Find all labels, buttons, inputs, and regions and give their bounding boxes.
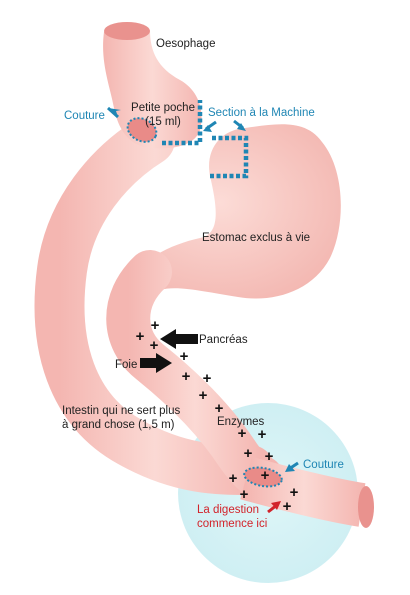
plus-sign-icon: + xyxy=(182,368,191,385)
plus-sign-icon: + xyxy=(151,317,160,334)
arrow-section-right-icon xyxy=(233,119,246,131)
arrow-section-left-icon xyxy=(203,120,217,132)
arrow-foie-icon xyxy=(140,353,172,373)
plus-sign-icon: + xyxy=(203,370,212,387)
label-couture-bottom: Couture xyxy=(303,459,344,471)
label-digestion-line2: commence ici xyxy=(197,518,268,530)
plus-sign-icon: + xyxy=(238,425,247,442)
label-petite-poche: Petite poche (15 ml) xyxy=(130,101,196,129)
plus-sign-icon: + xyxy=(150,337,159,354)
plus-sign-icon: + xyxy=(229,470,238,487)
arrow-pancreas-icon xyxy=(160,329,198,349)
suture-pouch xyxy=(126,117,158,143)
label-estomac: Estomac exclus à vie xyxy=(202,232,311,244)
arrow-digestion-icon xyxy=(267,501,281,514)
label-couture-top: Couture xyxy=(64,110,105,122)
label-digestion: La digestion commence ici xyxy=(197,503,267,531)
staple-line xyxy=(162,100,249,179)
plus-sign-icon: + xyxy=(265,448,274,465)
label-petite-poche-title: Petite poche xyxy=(131,102,195,114)
plus-sign-icon: + xyxy=(244,445,253,462)
plus-sign-icon: + xyxy=(261,467,270,484)
plus-sign-icon: + xyxy=(199,387,208,404)
arrow-couture-top-icon xyxy=(106,106,121,119)
oesophagus-opening xyxy=(104,22,150,40)
enzyme-plus-signs: + + + + + + + + + + + + + + + + + xyxy=(136,317,299,515)
suture-junction xyxy=(243,466,283,488)
plus-sign-icon: + xyxy=(258,426,267,443)
oesophagus xyxy=(103,30,202,149)
label-foie: Foie xyxy=(115,359,138,371)
excluded-stomach xyxy=(120,124,341,299)
channel-opening xyxy=(358,486,374,528)
intestine-limb xyxy=(34,115,275,495)
plus-sign-icon: + xyxy=(136,328,145,345)
label-intestin: Intestin qui ne sert plus à grand chose … xyxy=(62,404,180,432)
label-pancreas: Pancréas xyxy=(199,334,248,346)
plus-sign-icon: + xyxy=(283,498,292,515)
label-enzymes: Enzymes xyxy=(217,416,265,428)
plus-sign-icon: + xyxy=(290,484,299,501)
label-intestin-line1: Intestin qui ne sert plus xyxy=(62,405,181,417)
arrow-couture-bottom-icon xyxy=(285,461,299,472)
label-section-machine: Section à la Machine xyxy=(208,107,315,119)
plus-sign-icon: + xyxy=(240,486,249,503)
label-oesophage: Oesophage xyxy=(156,38,216,50)
plus-sign-icon: + xyxy=(215,400,224,417)
label-petite-poche-volume: (15 ml) xyxy=(145,116,181,128)
plus-sign-icon: + xyxy=(180,348,189,365)
label-digestion-line1: La digestion xyxy=(197,504,260,516)
label-intestin-line2: à grand chose (1,5 m) xyxy=(62,419,175,431)
